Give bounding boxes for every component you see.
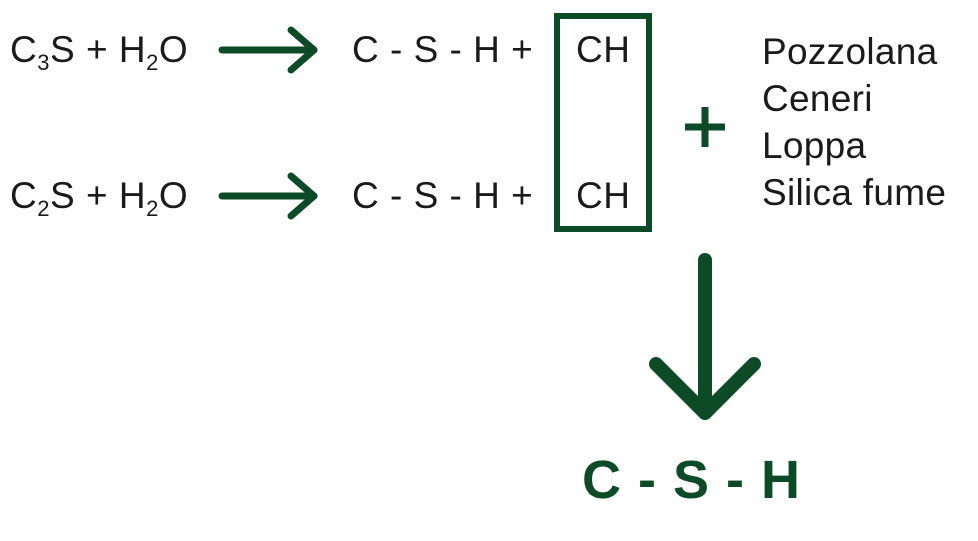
arrow-right-icon bbox=[218, 26, 318, 74]
plus-icon bbox=[685, 107, 725, 147]
reaction-1-byproduct: CH bbox=[576, 29, 631, 70]
reaction-2-product: C - S - H + bbox=[352, 175, 534, 216]
supplementary-materials-list: Pozzolana Ceneri Loppa Silica fume bbox=[762, 28, 946, 216]
reactant-2-base: C bbox=[10, 175, 38, 216]
reaction-2-reactants: C2S + H2O bbox=[10, 174, 189, 221]
byproduct-bracket-box bbox=[554, 13, 652, 232]
water-1-rest: O bbox=[158, 29, 189, 70]
list-item: Pozzolana bbox=[762, 31, 938, 72]
arrow-right-icon bbox=[218, 172, 318, 220]
water-1-subscript: 2 bbox=[146, 50, 159, 75]
list-item: Ceneri bbox=[762, 78, 873, 119]
arrow-down-icon bbox=[649, 253, 761, 420]
reaction-1-reactants: C3S + H2O bbox=[10, 28, 189, 75]
reactant-2-rest: S + H bbox=[49, 175, 147, 216]
result-product: C - S - H bbox=[582, 450, 801, 510]
reactant-2-subscript: 2 bbox=[37, 196, 50, 221]
reactant-1-rest: S + H bbox=[49, 29, 147, 70]
list-item: Loppa bbox=[762, 125, 867, 166]
reactant-1-subscript: 3 bbox=[37, 50, 50, 75]
water-2-subscript: 2 bbox=[146, 196, 159, 221]
list-item: Silica fume bbox=[762, 172, 947, 213]
water-2-rest: O bbox=[158, 175, 189, 216]
reaction-2-byproduct: CH bbox=[576, 175, 631, 216]
reactant-1-base: C bbox=[10, 29, 38, 70]
reaction-1-product: C - S - H + bbox=[352, 29, 534, 70]
